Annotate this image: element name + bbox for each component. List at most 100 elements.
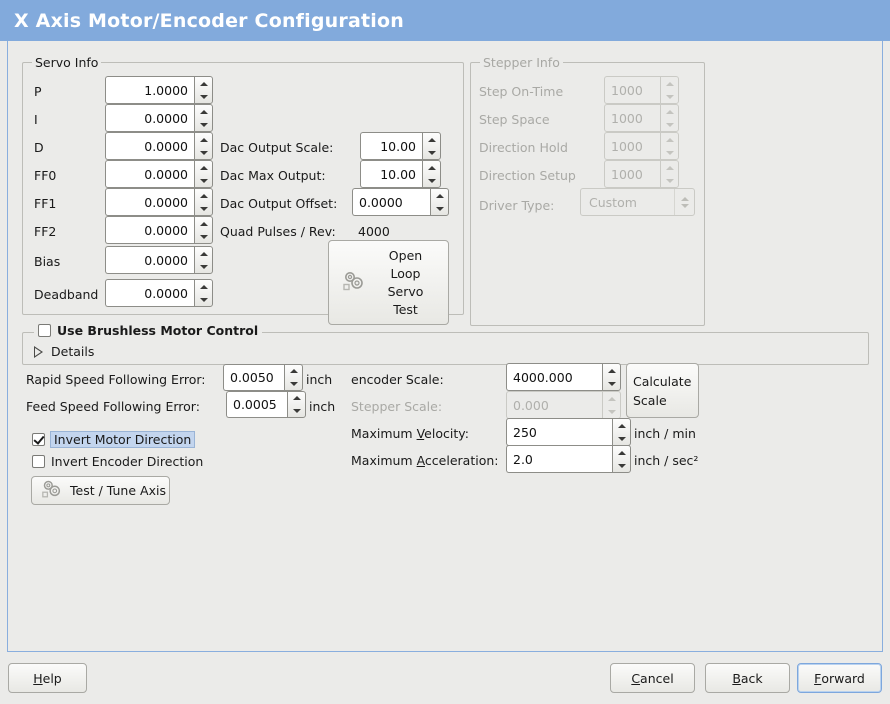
maximum-acceleration-input[interactable]: 2.0 <box>506 445 612 473</box>
calculate-scale-button[interactable]: Calculate Scale <box>626 363 699 418</box>
rapid-speed-following-error-spin[interactable]: 0.0050 <box>223 364 303 391</box>
servo-input-ff1[interactable]: 0.0000 <box>105 188 194 216</box>
servo-spin-ff2[interactable]: 0.0000 <box>105 216 213 244</box>
spin-down-icon[interactable] <box>613 459 630 472</box>
spin-down-icon[interactable] <box>195 118 212 131</box>
servo-input-i[interactable]: 0.0000 <box>105 104 194 132</box>
spin-down-icon[interactable] <box>195 202 212 215</box>
maximum-velocity-buttons[interactable] <box>612 418 631 446</box>
spin-up-icon[interactable] <box>613 419 630 432</box>
dac-max-output-input[interactable]: 10.00 <box>360 160 422 188</box>
dac-output-offset-input[interactable]: 0.0000 <box>352 188 430 216</box>
spin-up-icon[interactable] <box>195 247 212 260</box>
invert-motor-direction-checkbox[interactable]: Invert Motor Direction <box>32 431 196 448</box>
feed-speed-following-error-spin[interactable]: 0.0005 <box>226 391 306 418</box>
spin-up-icon[interactable] <box>195 280 212 293</box>
dac-output-scale-spin[interactable]: 10.00 <box>360 132 441 160</box>
spin-up-icon[interactable] <box>195 77 212 90</box>
spin-down-icon[interactable] <box>431 202 448 215</box>
servo-spin-deadband-buttons[interactable] <box>194 279 213 307</box>
maximum-acceleration-spin[interactable]: 2.0 <box>506 445 631 473</box>
checkbox-box[interactable] <box>32 455 45 468</box>
servo-input-ff0[interactable]: 0.0000 <box>105 160 194 188</box>
servo-spin-d[interactable]: 0.0000 <box>105 132 213 160</box>
use-brushless-motor-control-checkbox[interactable]: Use Brushless Motor Control <box>34 323 263 338</box>
step-on-time-input: 1000 <box>604 76 660 104</box>
spin-down-icon[interactable] <box>285 378 302 391</box>
spin-down-icon[interactable] <box>195 230 212 243</box>
spin-up-icon[interactable] <box>431 189 448 202</box>
spin-down-icon[interactable] <box>288 405 305 418</box>
spin-up-icon[interactable] <box>603 364 620 377</box>
spin-up-icon[interactable] <box>613 446 630 459</box>
servo-spin-ff1-buttons[interactable] <box>194 188 213 216</box>
spin-down-icon[interactable] <box>423 174 440 187</box>
spin-down-icon[interactable] <box>195 293 212 306</box>
spin-up-icon[interactable] <box>285 365 302 378</box>
invert-encoder-direction-checkbox[interactable]: Invert Encoder Direction <box>32 454 203 469</box>
servo-spin-p[interactable]: 1.0000 <box>105 76 213 104</box>
servo-input-deadband[interactable]: 0.0000 <box>105 279 194 307</box>
spin-up-icon[interactable] <box>195 161 212 174</box>
spin-down-icon[interactable] <box>603 377 620 390</box>
servo-spin-bias-buttons[interactable] <box>194 246 213 274</box>
checkbox-box[interactable] <box>38 324 51 337</box>
servo-spin-d-buttons[interactable] <box>194 132 213 160</box>
servo-spin-ff1[interactable]: 0.0000 <box>105 188 213 216</box>
spin-down-icon[interactable] <box>613 432 630 445</box>
dac-output-scale-buttons[interactable] <box>422 132 441 160</box>
servo-spin-ff0-buttons[interactable] <box>194 160 213 188</box>
servo-spin-p-buttons[interactable] <box>194 76 213 104</box>
checkbox-box[interactable] <box>32 433 45 446</box>
maximum-velocity-input[interactable]: 250 <box>506 418 612 446</box>
spin-up-icon[interactable] <box>195 133 212 146</box>
chevron-right-icon[interactable] <box>34 345 43 358</box>
spin-down-icon[interactable] <box>195 90 212 103</box>
servo-input-ff2[interactable]: 0.0000 <box>105 216 194 244</box>
maximum-velocity-spin[interactable]: 250 <box>506 418 631 446</box>
spin-down-icon <box>603 405 620 418</box>
feed-speed-following-error-input[interactable]: 0.0005 <box>226 391 287 418</box>
dac-output-offset-buttons[interactable] <box>430 188 449 216</box>
spin-up-icon[interactable] <box>195 105 212 118</box>
servo-spin-ff0[interactable]: 0.0000 <box>105 160 213 188</box>
spin-down-icon[interactable] <box>195 146 212 159</box>
encoder-scale-input[interactable]: 4000.000 <box>506 363 602 391</box>
maximum-acceleration-buttons[interactable] <box>612 445 631 473</box>
servo-spin-bias[interactable]: 0.0000 <box>105 246 213 274</box>
dac-max-output-spin[interactable]: 10.00 <box>360 160 441 188</box>
spin-up-icon[interactable] <box>423 161 440 174</box>
test-tune-axis-label: Test / Tune Axis <box>70 483 166 498</box>
servo-spin-ff2-buttons[interactable] <box>194 216 213 244</box>
servo-input-d[interactable]: 0.0000 <box>105 132 194 160</box>
details-expander[interactable]: Details <box>34 344 94 359</box>
spin-up-icon[interactable] <box>195 217 212 230</box>
encoder-scale-buttons[interactable] <box>602 363 621 391</box>
servo-input-p[interactable]: 1.0000 <box>105 76 194 104</box>
servo-spin-i[interactable]: 0.0000 <box>105 104 213 132</box>
spin-down-icon[interactable] <box>423 146 440 159</box>
spin-down-icon[interactable] <box>195 174 212 187</box>
direction-hold-input: 1000 <box>604 132 660 160</box>
rapid-speed-buttons[interactable] <box>284 364 303 391</box>
encoder-scale-spin[interactable]: 4000.000 <box>506 363 621 391</box>
spin-up-icon[interactable] <box>195 189 212 202</box>
open-loop-servo-test-button[interactable]: Open Loop Servo Test <box>328 240 449 325</box>
spin-down-icon[interactable] <box>195 260 212 273</box>
dac-max-output-buttons[interactable] <box>422 160 441 188</box>
rapid-speed-following-error-input[interactable]: 0.0050 <box>223 364 284 391</box>
feed-speed-buttons[interactable] <box>287 391 306 418</box>
spin-up-icon[interactable] <box>423 133 440 146</box>
servo-spin-i-buttons[interactable] <box>194 104 213 132</box>
servo-input-bias[interactable]: 0.0000 <box>105 246 194 274</box>
dac-output-scale-input[interactable]: 10.00 <box>360 132 422 160</box>
servo-spin-deadband[interactable]: 0.0000 <box>105 279 213 307</box>
dac-max-output-label: Dac Max Output: <box>220 168 326 183</box>
dac-output-offset-spin[interactable]: 0.0000 <box>352 188 449 216</box>
test-tune-axis-button[interactable]: Test / Tune Axis <box>31 476 170 505</box>
spin-up-icon[interactable] <box>288 392 305 405</box>
